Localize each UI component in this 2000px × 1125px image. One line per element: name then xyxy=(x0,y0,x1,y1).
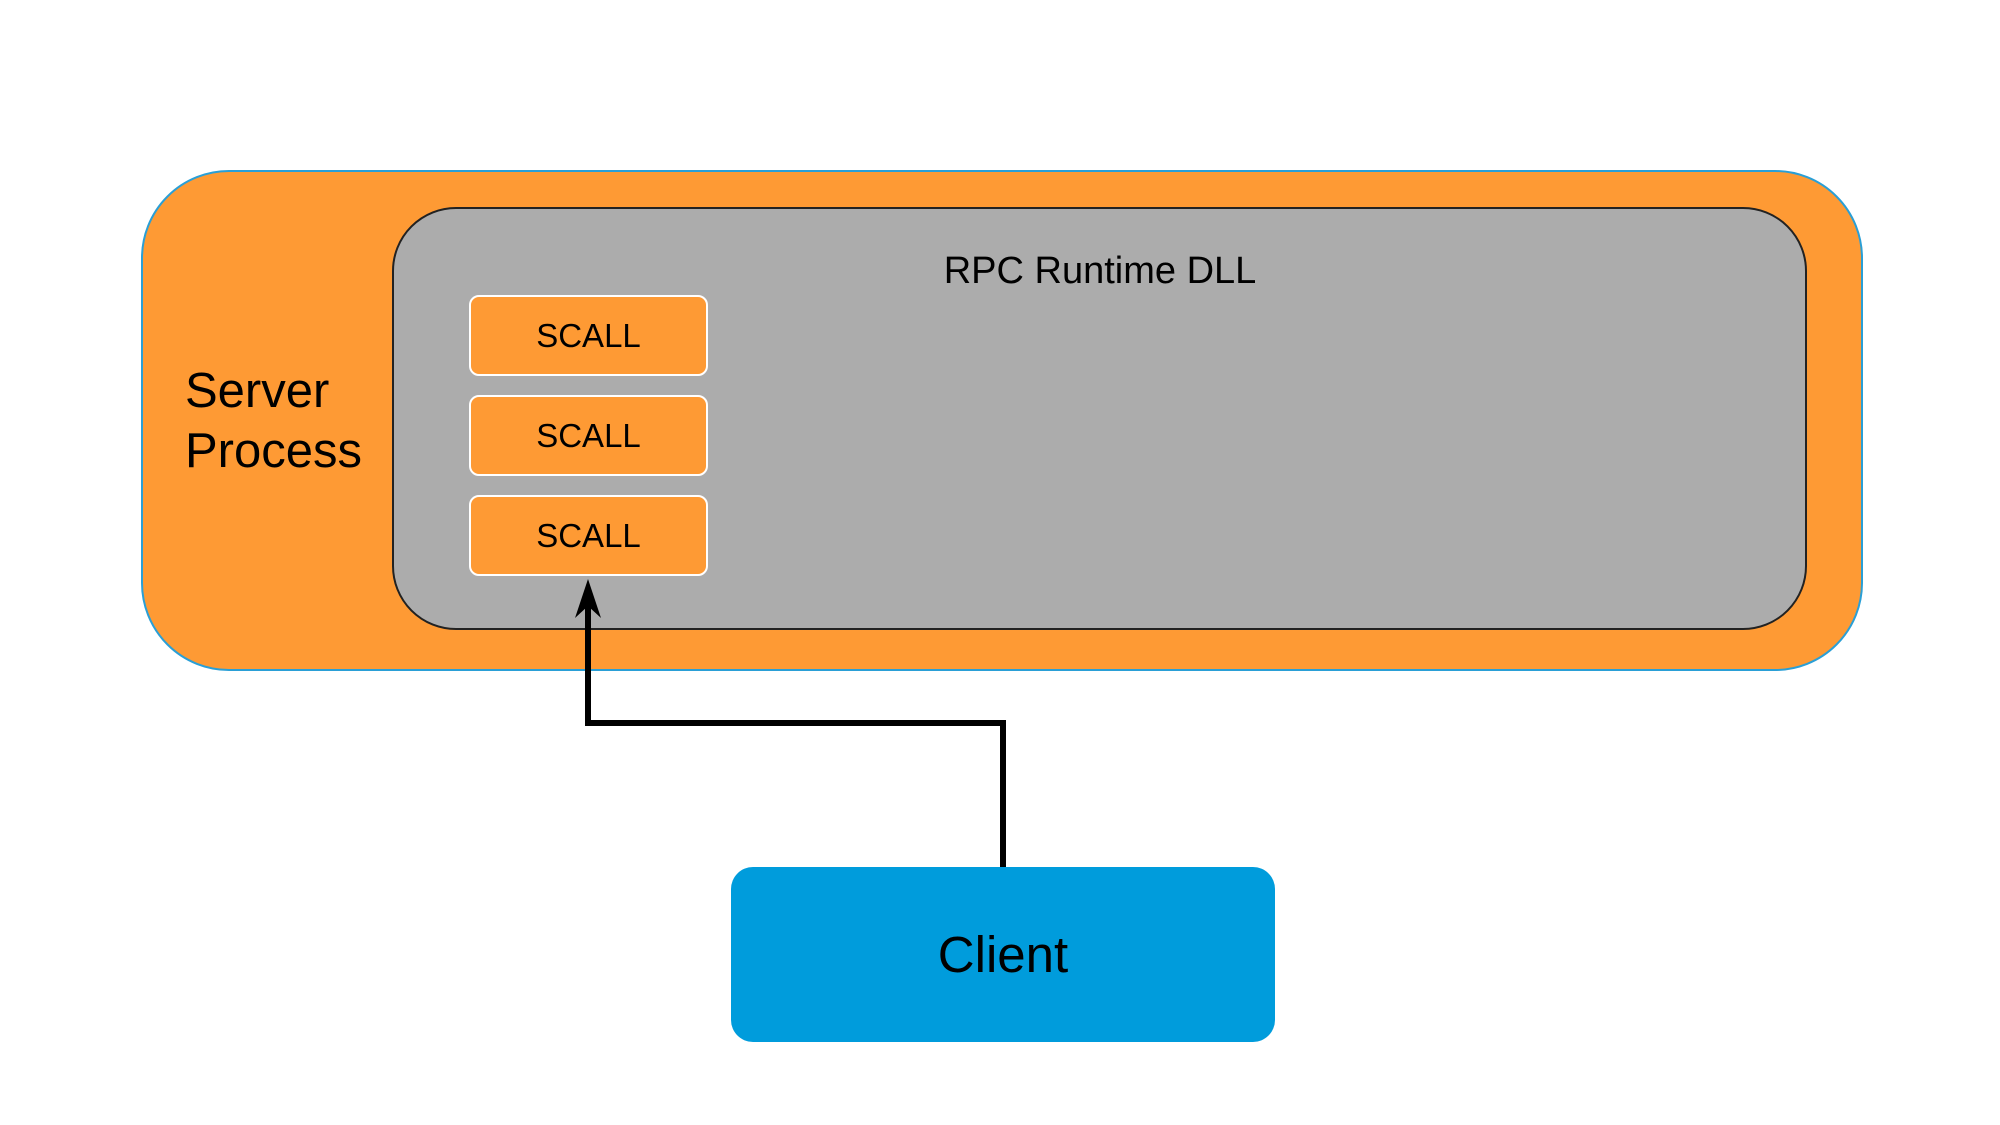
client-label: Client xyxy=(937,926,1069,983)
scall-box-1: SCALL xyxy=(469,295,708,376)
client-box: Client xyxy=(731,867,1275,1042)
scall-label-3: SCALL xyxy=(536,516,641,554)
server-process-label: Server Process xyxy=(185,364,363,478)
rpc-runtime-dll-label: RPC Runtime DLL xyxy=(943,250,1257,292)
scall-box-2: SCALL xyxy=(469,395,708,476)
scall-label-2: SCALL xyxy=(536,416,641,454)
scall-box-3: SCALL xyxy=(469,495,708,576)
scall-label-1: SCALL xyxy=(536,316,641,354)
